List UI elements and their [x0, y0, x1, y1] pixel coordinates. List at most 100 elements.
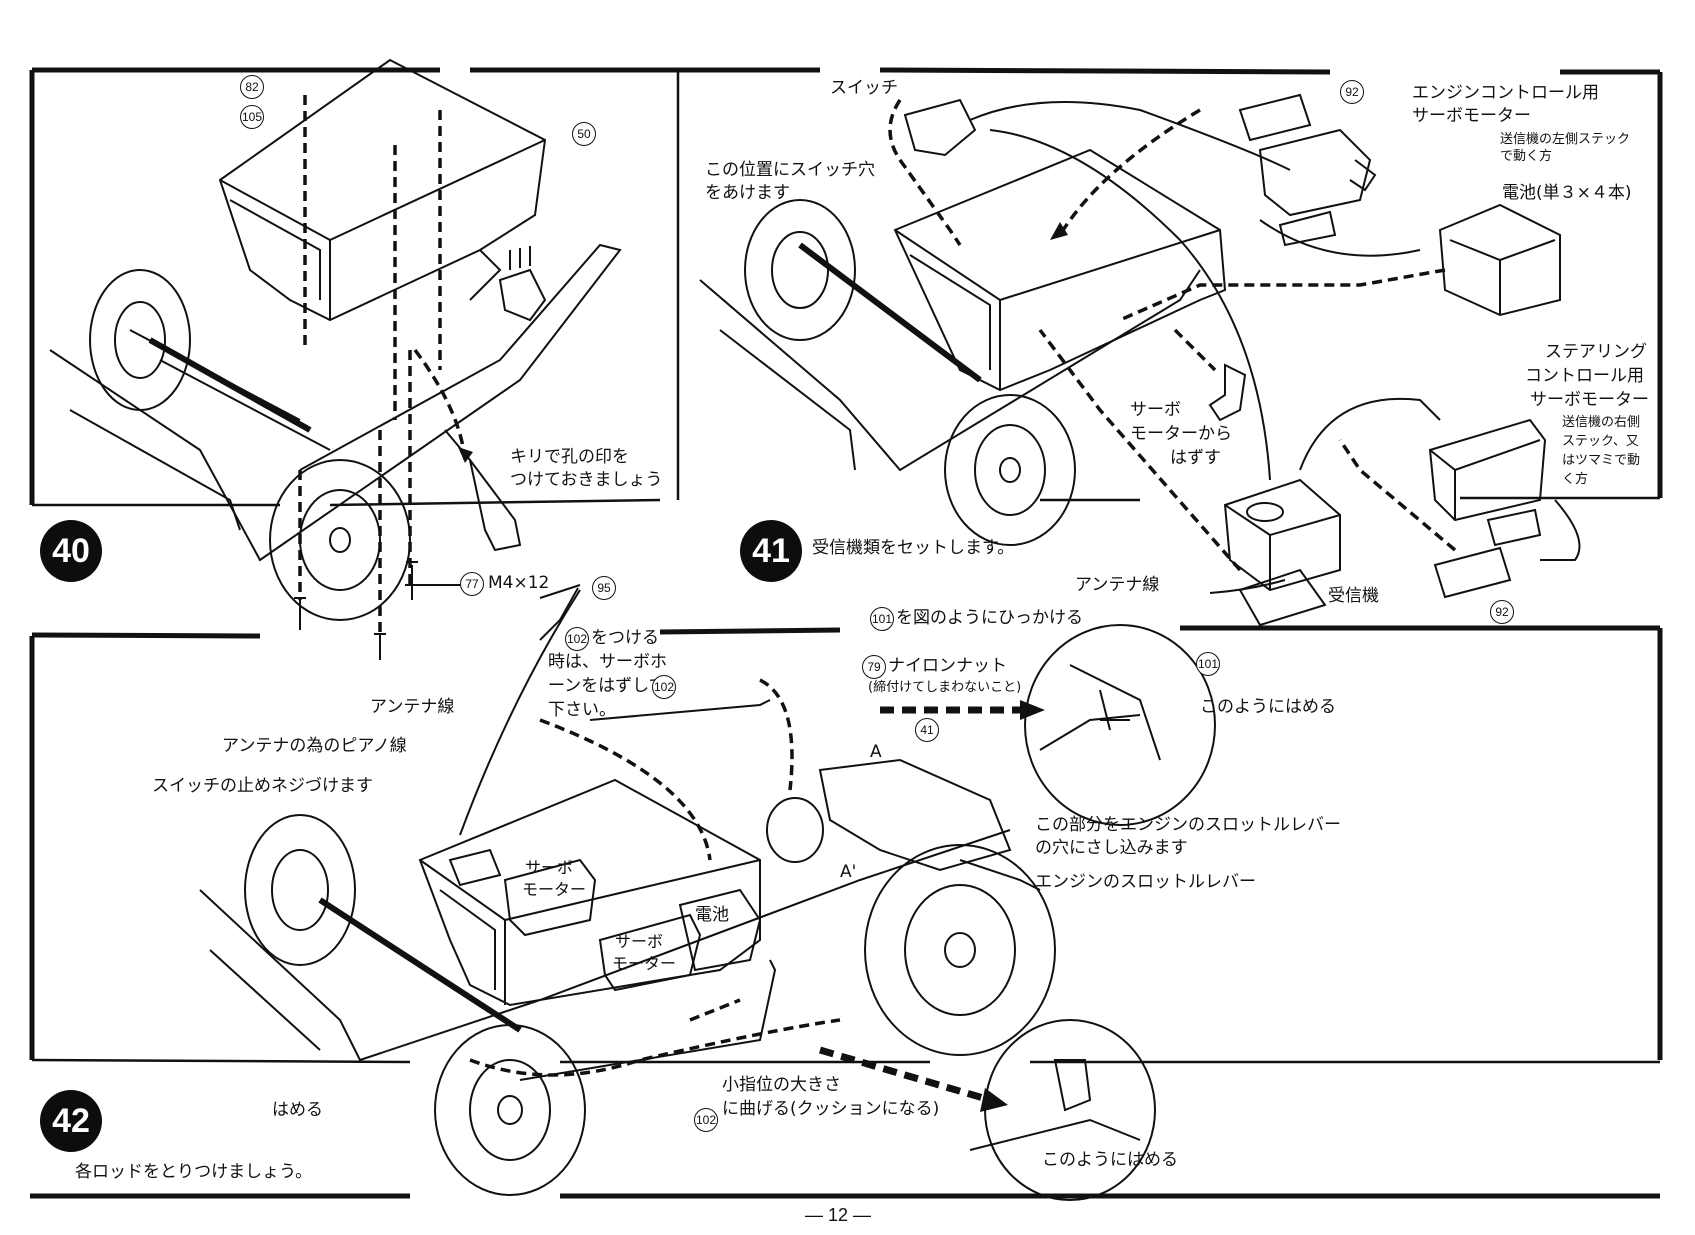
p41-antenna-label: アンテナ線 [1075, 575, 1160, 595]
p42-box [418, 778, 761, 1007]
part-105: 105 [240, 105, 264, 129]
part-102-c: 102 [694, 1108, 718, 1132]
arrow-p42-bottom [980, 1088, 1008, 1112]
part-95: 95 [592, 576, 616, 600]
engine-servo-label-2: サーボモーター [1412, 106, 1531, 126]
p40-wheel-rear [89, 269, 191, 411]
p42-small-block [448, 848, 502, 887]
throttle-lever-label: エンジンのスロットルレバー [1035, 872, 1256, 892]
step-41-caption: 受信機類をセットします。 [812, 538, 1015, 558]
frame-42-top [31, 625, 1660, 639]
fit-like-this-bottom: このようにはめる [1042, 1150, 1178, 1170]
p42-dash-arrowline-2 [819, 1046, 991, 1104]
screw-spec: M4×12 [488, 573, 550, 593]
p41-pad-receiver [1238, 568, 1327, 627]
p42-axle [318, 897, 522, 1033]
p41-battery [1438, 203, 1561, 317]
p41-dash-engine [1058, 108, 1201, 236]
part-101-b: 101 [1196, 652, 1220, 676]
p42-dash-top [539, 718, 712, 861]
fit-like-this-top: このようにはめる [1200, 697, 1336, 717]
p41-pad-92a [1238, 93, 1312, 142]
p41-switch [903, 98, 977, 157]
steering-note-2: ステック、又 [1562, 434, 1639, 449]
p41-dash-steer [1338, 439, 1457, 552]
p40-awl [469, 459, 522, 552]
part-92-top: 92 [1340, 80, 1364, 104]
arrow-p40 [458, 447, 473, 463]
servo-b-label: サーボ [615, 932, 664, 951]
p40-wheel-front [269, 459, 411, 621]
switch-screw-label: スイッチの止めネジづけます [152, 776, 373, 796]
p41-dash-receiver [1038, 328, 1242, 572]
p42-chassis [199, 829, 1011, 1062]
part-92-bottom: 92 [1490, 600, 1514, 624]
p41-wheel-rear [744, 199, 856, 341]
note-102-line4: 下さい。 [548, 700, 616, 720]
servo-b-label-2: モーター [612, 954, 677, 973]
p42-inset-top [1024, 624, 1216, 826]
note-102-line2: 時は、サーボホ [548, 652, 667, 672]
p41-cable-2 [989, 129, 1271, 481]
p42-wheel-right [864, 844, 1056, 1056]
p41-wheel-front [944, 394, 1076, 546]
battery-label: 電池(単３×４本) [1502, 183, 1632, 203]
nylon-nut-label: ナイロンナット [888, 656, 1007, 676]
p41-servo-engine [1258, 128, 1372, 217]
bend-note-2: に曲げる(クッションになる) [722, 1099, 940, 1119]
note-102-line1: をつける [591, 628, 659, 648]
p41-dash-battery [1119, 268, 1446, 322]
p41-receiver [1223, 478, 1341, 592]
frame-bottom-40 [32, 498, 661, 507]
p41-cable-1 [969, 101, 1291, 171]
p41-servo-steer [1428, 418, 1547, 522]
p41-servo-horn [1208, 363, 1247, 422]
arrow-p41-engine [1050, 222, 1068, 240]
nylon-nut-note: (締付けてしまわないこと) [868, 680, 1022, 695]
p41-antenna-wire [1209, 579, 1286, 594]
part-79: 79 [862, 655, 886, 679]
p42-rod-upper [589, 699, 771, 721]
p42-dash-low [469, 1018, 841, 1077]
p41-dash-horn [1173, 328, 1217, 372]
point-a: A [870, 742, 882, 762]
hook-101-note: を図のようにひっかける [896, 608, 1083, 628]
part-102-b: 102 [652, 675, 676, 699]
part-82: 82 [240, 75, 264, 99]
part-77: 77 [460, 572, 484, 596]
p42-wheel-rear [244, 814, 356, 966]
part-41: 41 [915, 718, 939, 742]
step-42-caption: 各ロッドをとりつけましょう。 [75, 1162, 313, 1182]
p42-antenna-label: アンテナ線 [370, 697, 455, 717]
arrow-p42-top [1020, 700, 1045, 720]
p41-axle [798, 242, 982, 383]
piano-wire-label: アンテナの為のピアノ線 [222, 736, 407, 756]
steering-servo-label: ステアリング [1545, 342, 1647, 362]
p40-switch [498, 268, 547, 322]
part-50: 50 [572, 122, 596, 146]
p40-box [218, 58, 547, 322]
p42-battery-label: 電池 [695, 905, 729, 925]
p42-battery [678, 888, 762, 972]
switch-hole-note-2: をあけます [705, 183, 790, 203]
part-101-a: 101 [870, 607, 894, 631]
hameru-label: はめる [272, 1100, 323, 1120]
servo-a-label-2: モーター [522, 880, 587, 899]
p42-servo-a [503, 858, 597, 937]
p42-throttle [959, 859, 1041, 891]
switch-hole-note: この位置にスイッチ穴 [705, 160, 875, 180]
p41-pad-92c [1433, 546, 1512, 599]
engine-servo-note-2: で動く方 [1500, 149, 1553, 164]
p42-dash-horn [689, 998, 741, 1022]
part-102-a: 102 [565, 627, 589, 651]
p41-cable-4 [1299, 397, 1441, 471]
p42-dash-mid [759, 678, 794, 791]
insert-lever-note-2: の穴にさし込みます [1035, 838, 1188, 858]
step-41-badge: 41 [740, 520, 802, 582]
p42-inset-bottom [984, 1019, 1156, 1201]
p40-dash-7 [413, 348, 467, 461]
servo-a-label: サーボ [525, 858, 574, 877]
p41-dash-switch [888, 99, 962, 246]
frame-bottom-41 [1040, 496, 1660, 502]
